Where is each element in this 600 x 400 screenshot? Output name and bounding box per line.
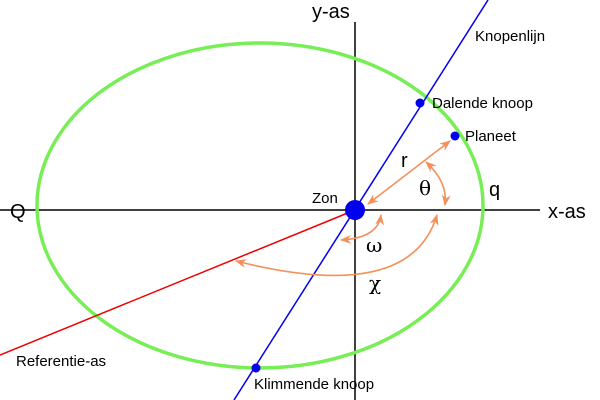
y-axis-label: y-as: [312, 1, 350, 23]
chi-arc: [234, 213, 439, 277]
ascending-node-dot: [251, 363, 261, 373]
x-axis-label: x-as: [548, 201, 586, 223]
orbit-ellipse: [35, 41, 485, 370]
omega-label: ω: [366, 233, 382, 257]
descending-node-dot: [415, 98, 425, 108]
chi-label: χ: [369, 271, 381, 295]
sun-dot: [345, 200, 365, 220]
node-line: [233, 0, 489, 400]
sun-label: Zon: [312, 190, 338, 207]
reference-axis-label: Referentie-as: [16, 353, 106, 370]
theta-label: θ: [419, 176, 431, 200]
planet-label: Planeet: [465, 128, 517, 145]
radius-arrow: [367, 140, 451, 205]
descending-node-label: Dalende knoop: [432, 95, 533, 112]
aphelion-label: Q: [10, 201, 26, 223]
reference-axis-line: [0, 209, 356, 356]
theta-arc: [425, 161, 451, 207]
planet-dot: [450, 131, 460, 141]
perihelion-label: q: [489, 179, 500, 201]
node-line-label: Knopenlijn: [475, 28, 545, 45]
ascending-node-label: Klimmende knoop: [254, 376, 374, 393]
r-label: r: [401, 150, 408, 172]
